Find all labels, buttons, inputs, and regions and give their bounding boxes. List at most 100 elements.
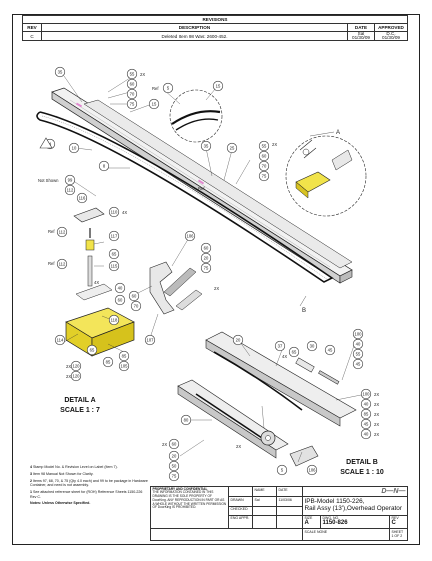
callout-label: 8 [103, 164, 106, 169]
callout-label: 118 [111, 318, 118, 323]
qty-label: 2X [272, 142, 277, 147]
qty-label: 2X [66, 374, 71, 379]
notes-heading: Notes: Unless Otherwise Specified. [30, 501, 91, 506]
drawing-title: IPB-Model 1150-226, Rail Assy (13'),Over… [302, 496, 408, 516]
callout-label: 120 [73, 364, 81, 369]
callout-bubble: 100 [360, 388, 372, 400]
callout-label: 4 [49, 142, 52, 147]
callout-label: 55 [262, 144, 267, 149]
callout-label: 65 [292, 350, 297, 355]
callout-bubble: 30 [306, 340, 318, 352]
date-header-tb: DATE [276, 485, 303, 498]
qty-label: 2X [236, 444, 241, 449]
callout-label: 112 [59, 230, 66, 235]
note-item: 4 Stamp Model No. & Revision Level on La… [30, 465, 148, 469]
tension-bolt [318, 370, 340, 385]
callout-bubble: 80 [180, 414, 192, 426]
note-flag-icon [39, 137, 53, 149]
qty-label: 2X [374, 392, 379, 397]
callout-label: 117 [111, 234, 118, 239]
note-number: 2 [30, 478, 32, 483]
qty-label: 2X [374, 402, 379, 407]
callout-bubble: 106 [306, 464, 318, 476]
section-markers: A B [299, 130, 340, 314]
qty-label: 2X [214, 286, 219, 291]
callout-label: 80 [184, 418, 189, 423]
callout-label: 30 [310, 344, 315, 349]
callout-label: 45 [356, 362, 361, 367]
callout-label: 5 [167, 86, 170, 91]
detail-b-assembly [177, 331, 357, 467]
callout-bubble: 10 [68, 142, 80, 154]
blank-header-cell [228, 485, 253, 498]
qty-label: 2X [162, 442, 167, 447]
qty-label: 2X [374, 432, 379, 437]
note-number: 1 [30, 490, 32, 495]
ref-label: Ref [152, 86, 159, 91]
lower-rail-side [177, 385, 277, 459]
callout-label: 5 [281, 468, 284, 473]
note-text: See attached reference sheet for (ROH) R… [30, 490, 143, 499]
callout-label: 55 [130, 72, 135, 77]
note-number: 3 [30, 471, 32, 476]
size-value: A [304, 520, 309, 527]
callout-bubble: 55 [258, 140, 270, 152]
detail-b-marker: B [302, 308, 306, 314]
checked-date [276, 505, 303, 516]
callout-bubble: 35 [54, 66, 66, 78]
title-line-1: IPB-Model 1150-226, [304, 497, 365, 505]
qty-label: 4X [282, 354, 287, 359]
callout-bubble: 40 [360, 398, 372, 410]
drive-sprocket [85, 239, 95, 251]
callout-label: 40 [364, 402, 369, 407]
callout-bubble: 60 [114, 294, 126, 306]
chain-pink-marker-1 [75, 102, 83, 108]
callout-label: 45 [364, 422, 369, 427]
note-text: Stamp Model No. & Revision Level on Labe… [33, 465, 118, 469]
rail-centerline [69, 99, 331, 268]
dwg-number: 1150-826 [322, 520, 348, 527]
note-item: 2 Items 97, 68, 70, & 75 (Qty 4.0 each) … [30, 479, 148, 488]
callout-bubble: 15 [148, 98, 160, 110]
callout-label: 70 [134, 304, 139, 309]
callout-bubble: 5 [162, 82, 174, 94]
callout-bubble: 85 [360, 408, 372, 420]
rev-value-tb: C [391, 520, 396, 527]
callout-bubble: 118 [108, 314, 120, 326]
callout-label: 60 [118, 298, 123, 303]
revisions-table: REVISIONS REV DESCRIPTION DATE APPROVED … [22, 15, 408, 41]
callout-bubble: 65 [288, 346, 300, 358]
bracket-plate [75, 283, 113, 301]
detail-b-chain-lower [195, 393, 263, 439]
callout-label: 40 [356, 342, 361, 347]
callout-label: 40 [118, 286, 123, 291]
rev-label-tb: REV [391, 516, 399, 521]
note-item: 3 Item 98 Manual Not Shown for Clarity. [30, 472, 148, 476]
note-item: 1 See attached reference sheet for (ROH)… [30, 490, 148, 499]
callout-bubble: 110 [108, 206, 120, 218]
callout-bubble: 25 [226, 142, 238, 154]
callout-label: 70 [130, 92, 135, 97]
callout-label: 110 [111, 210, 118, 215]
track-bar [163, 267, 197, 297]
callout-label: 60 [132, 294, 137, 299]
chain-pink-marker-2 [197, 179, 205, 185]
callout-label: 60 [172, 442, 177, 447]
detail-b-scale: SCALE 1 : 10 [340, 469, 384, 476]
detail-b-chain [213, 351, 303, 411]
callout-label: 116 [79, 196, 86, 201]
date-initials: Sal [357, 31, 365, 36]
callout-label: 75 [172, 474, 177, 479]
callout-bubble: 106 [184, 230, 196, 242]
name-header: NAME [252, 485, 277, 498]
callout-label: 20 [172, 454, 177, 459]
callout-bubble: 100 [352, 328, 364, 340]
callout-bubble: 50 [168, 460, 180, 472]
callout-label: 37 [278, 344, 283, 349]
idler-hub [265, 435, 271, 441]
callout-bubble: 75 [126, 98, 138, 110]
callout-bubble: 20 [232, 334, 244, 346]
